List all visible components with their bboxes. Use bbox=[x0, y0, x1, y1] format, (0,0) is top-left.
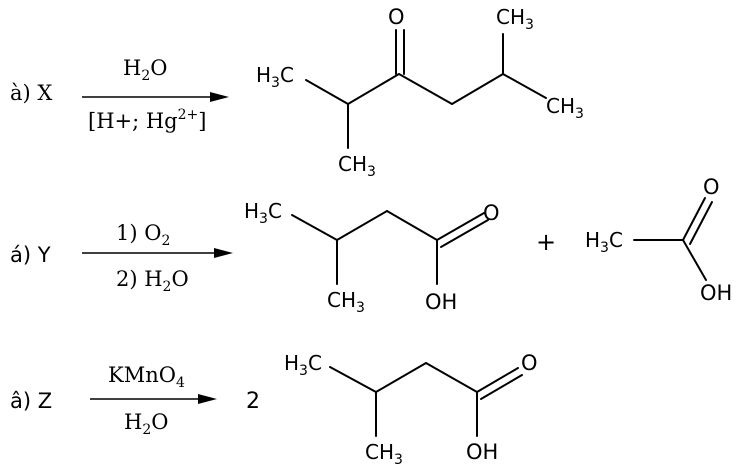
atom-methyl-bottom: CH3 bbox=[327, 288, 365, 316]
atom-hydroxyl: OH bbox=[466, 440, 498, 464]
atom-methyl-bottom: CH3 bbox=[365, 440, 403, 468]
reaction-c-product: H3C O CH3 OH bbox=[284, 351, 538, 468]
atom-oxygen: O bbox=[521, 351, 538, 375]
atom-oxygen: O bbox=[388, 5, 405, 29]
reaction-a: à) X H2O [H+; Hg2+] O CH3 H3C CH3 CH3 bbox=[10, 5, 584, 180]
reaction-c-arrowhead bbox=[198, 394, 217, 404]
stoichiometric-coefficient: 2 bbox=[246, 389, 260, 414]
atom-methyl-left: H3C bbox=[284, 351, 322, 379]
reaction-b-reagent-bottom: 2) H2O bbox=[116, 267, 189, 295]
reaction-b-arrowhead bbox=[214, 248, 233, 258]
reaction-a-arrowhead bbox=[210, 92, 229, 102]
reaction-b-reagent-top: 1) O2 bbox=[116, 221, 170, 249]
reaction-b-product-2: O H3C OH bbox=[585, 175, 732, 305]
atom-oxygen: O bbox=[483, 201, 500, 225]
atom-methyl-top: CH3 bbox=[496, 5, 534, 33]
atom-hydroxyl: OH bbox=[700, 281, 732, 305]
reaction-b: á) Y 1) O2 2) H2O H3C O CH3 OH + O bbox=[10, 175, 732, 316]
reaction-a-reagent-top: H2O bbox=[123, 56, 167, 84]
atom-methyl-bottom: CH3 bbox=[338, 152, 376, 180]
plus-sign: + bbox=[536, 228, 556, 256]
atom-methyl-right: CH3 bbox=[546, 94, 584, 122]
reaction-a-reagent-bottom: [H+; Hg2+] bbox=[88, 107, 206, 133]
atom-hydroxyl: OH bbox=[425, 290, 457, 314]
atom-methyl-left: H3C bbox=[244, 199, 282, 227]
reaction-c: â) Z KMnO4 H2O 2 H3C O CH3 OH bbox=[10, 351, 538, 468]
atom-methyl: H3C bbox=[585, 228, 623, 256]
atom-methyl-left: H3C bbox=[256, 63, 294, 91]
atom-oxygen: O bbox=[703, 175, 720, 199]
reaction-a-label: à) X bbox=[10, 81, 52, 105]
reaction-c-reagent-bottom: H2O bbox=[124, 410, 168, 438]
reaction-c-label: â) Z bbox=[10, 389, 52, 413]
reaction-b-label: á) Y bbox=[10, 243, 51, 267]
reaction-b-product-1: H3C O CH3 OH bbox=[244, 199, 500, 316]
reaction-a-product: O CH3 H3C CH3 CH3 bbox=[256, 5, 584, 180]
reaction-c-reagent-top: KMnO4 bbox=[108, 363, 185, 391]
